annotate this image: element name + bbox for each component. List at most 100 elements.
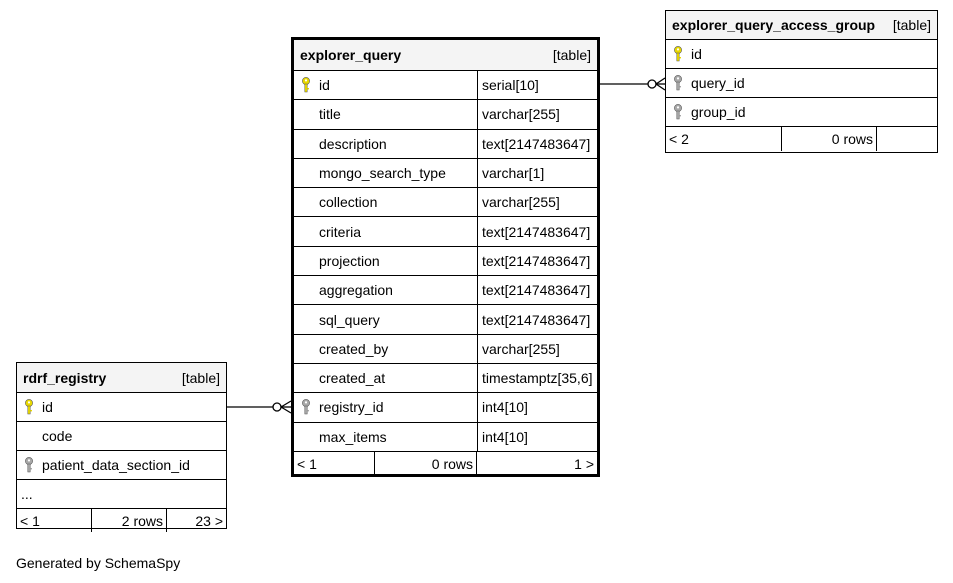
table-header: explorer_query [table] bbox=[294, 40, 597, 71]
row-count: 0 rows bbox=[375, 451, 477, 476]
column-name[interactable]: aggregation bbox=[319, 282, 393, 299]
column-row[interactable]: projection text[2147483647] bbox=[294, 246, 597, 277]
column-row[interactable]: patient_data_section_id bbox=[17, 451, 226, 480]
column-type: serial[10] bbox=[477, 71, 597, 100]
column-type: varchar[1] bbox=[477, 158, 597, 188]
row-count: 2 rows bbox=[92, 509, 167, 532]
column-cell: max_items bbox=[294, 423, 477, 451]
column-row[interactable]: created_by varchar[255] bbox=[294, 334, 597, 364]
column-name[interactable]: code bbox=[42, 428, 73, 444]
column-type: text[2147483647] bbox=[477, 246, 597, 276]
column-row[interactable]: id serial[10] bbox=[294, 71, 597, 101]
column-cell: description bbox=[294, 130, 477, 158]
column-cell: title bbox=[294, 100, 477, 128]
column-name[interactable]: id bbox=[42, 399, 53, 415]
column-name[interactable]: patient_data_section_id bbox=[42, 457, 190, 473]
children-count[interactable]: 1 > bbox=[574, 455, 594, 472]
table-explorer-query-access-group[interactable]: explorer_query_access_group [table] id qu… bbox=[665, 10, 938, 153]
primary-key-icon bbox=[301, 77, 311, 93]
table-name[interactable]: rdrf_registry bbox=[23, 369, 107, 386]
column-cell: registry_id bbox=[294, 393, 477, 421]
table-kind: [table] bbox=[892, 17, 931, 33]
column-type: text[2147483647] bbox=[477, 305, 597, 334]
column-cell: mongo_search_type bbox=[294, 159, 477, 187]
column-name[interactable]: sql_query bbox=[319, 311, 380, 328]
children-count[interactable]: 23 > bbox=[195, 512, 223, 529]
column-row[interactable]: title varchar[255] bbox=[294, 100, 597, 130]
column-name[interactable]: ... bbox=[21, 486, 33, 502]
column-row[interactable]: criteria text[2147483647] bbox=[294, 217, 597, 247]
column-name[interactable]: query_id bbox=[691, 75, 745, 91]
column-cell: aggregation bbox=[294, 276, 477, 304]
column-cell: sql_query bbox=[294, 305, 477, 333]
parents-count[interactable]: < 1 bbox=[17, 509, 92, 532]
parents-count[interactable]: < 1 bbox=[294, 451, 375, 476]
column-row[interactable]: code bbox=[17, 422, 226, 451]
column-row[interactable]: aggregation text[2147483647] bbox=[294, 276, 597, 306]
column-row[interactable]: group_id bbox=[666, 98, 937, 127]
column-name[interactable]: registry_id bbox=[319, 399, 384, 416]
column-cell: projection bbox=[294, 247, 477, 275]
table-name[interactable]: explorer_query bbox=[300, 47, 402, 63]
column-cell: created_at bbox=[294, 364, 477, 392]
column-name[interactable]: collection bbox=[319, 194, 378, 211]
column-row[interactable]: id bbox=[17, 393, 226, 422]
column-type: varchar[255] bbox=[477, 100, 597, 129]
parents-count[interactable]: < 2 bbox=[666, 127, 782, 151]
edge-registry-to-query bbox=[227, 400, 292, 414]
column-name[interactable]: max_items bbox=[319, 428, 387, 445]
column-cell: group_id bbox=[666, 98, 937, 126]
column-cell: created_by bbox=[294, 335, 477, 363]
column-name[interactable]: group_id bbox=[691, 104, 746, 120]
column-row[interactable]: registry_id int4[10] bbox=[294, 393, 597, 423]
column-name[interactable]: id bbox=[691, 46, 702, 62]
column-name[interactable]: mongo_search_type bbox=[319, 165, 446, 182]
column-name[interactable]: created_at bbox=[319, 370, 386, 387]
column-type: timestamptz[35,6] bbox=[477, 363, 597, 393]
column-cell: query_id bbox=[666, 69, 937, 97]
column-row[interactable]: mongo_search_type varchar[1] bbox=[294, 158, 597, 189]
column-name[interactable]: created_by bbox=[319, 340, 389, 357]
column-type: varchar[255] bbox=[477, 334, 597, 363]
column-name[interactable]: title bbox=[319, 106, 341, 123]
foreign-key-icon bbox=[673, 75, 683, 91]
column-cell: ... bbox=[17, 480, 226, 508]
column-row[interactable]: sql_query text[2147483647] bbox=[294, 305, 597, 335]
table-kind: [table] bbox=[552, 47, 591, 63]
column-row[interactable]: id bbox=[666, 40, 937, 69]
column-type: text[2147483647] bbox=[477, 276, 597, 305]
column-type: int4[10] bbox=[477, 393, 597, 422]
column-row[interactable]: query_id bbox=[666, 69, 937, 98]
column-cell: criteria bbox=[294, 217, 477, 245]
generated-by-label: Generated by SchemaSpy bbox=[16, 555, 181, 571]
column-row[interactable]: max_items int4[10] bbox=[294, 422, 597, 452]
column-row[interactable]: created_at timestamptz[35,6] bbox=[294, 363, 597, 394]
column-cell: patient_data_section_id bbox=[17, 451, 226, 479]
column-name[interactable]: description bbox=[319, 135, 387, 152]
table-name[interactable]: explorer_query_access_group bbox=[672, 17, 876, 33]
column-name[interactable]: projection bbox=[319, 252, 380, 269]
table-header: explorer_query_access_group [table] bbox=[666, 11, 937, 40]
column-cell: collection bbox=[294, 188, 477, 216]
column-cell: id bbox=[666, 40, 937, 68]
column-cell: id bbox=[294, 71, 477, 99]
row-count: 0 rows bbox=[782, 127, 877, 151]
foreign-key-icon bbox=[673, 104, 683, 120]
column-cell: code bbox=[17, 422, 226, 450]
column-type: int4[10] bbox=[477, 422, 597, 451]
column-name[interactable]: id bbox=[319, 77, 330, 94]
column-row[interactable]: description text[2147483647] bbox=[294, 129, 597, 159]
foreign-key-icon bbox=[24, 457, 34, 473]
column-row[interactable]: ... bbox=[17, 480, 226, 509]
column-type: text[2147483647] bbox=[477, 217, 597, 246]
column-cell: id bbox=[17, 393, 226, 421]
table-footer: < 2 0 rows bbox=[666, 127, 937, 151]
column-type: text[2147483647] bbox=[477, 129, 597, 158]
column-name[interactable]: criteria bbox=[319, 223, 362, 240]
children-count[interactable] bbox=[877, 127, 937, 151]
table-footer: < 1 2 rows 23 > bbox=[17, 509, 226, 532]
